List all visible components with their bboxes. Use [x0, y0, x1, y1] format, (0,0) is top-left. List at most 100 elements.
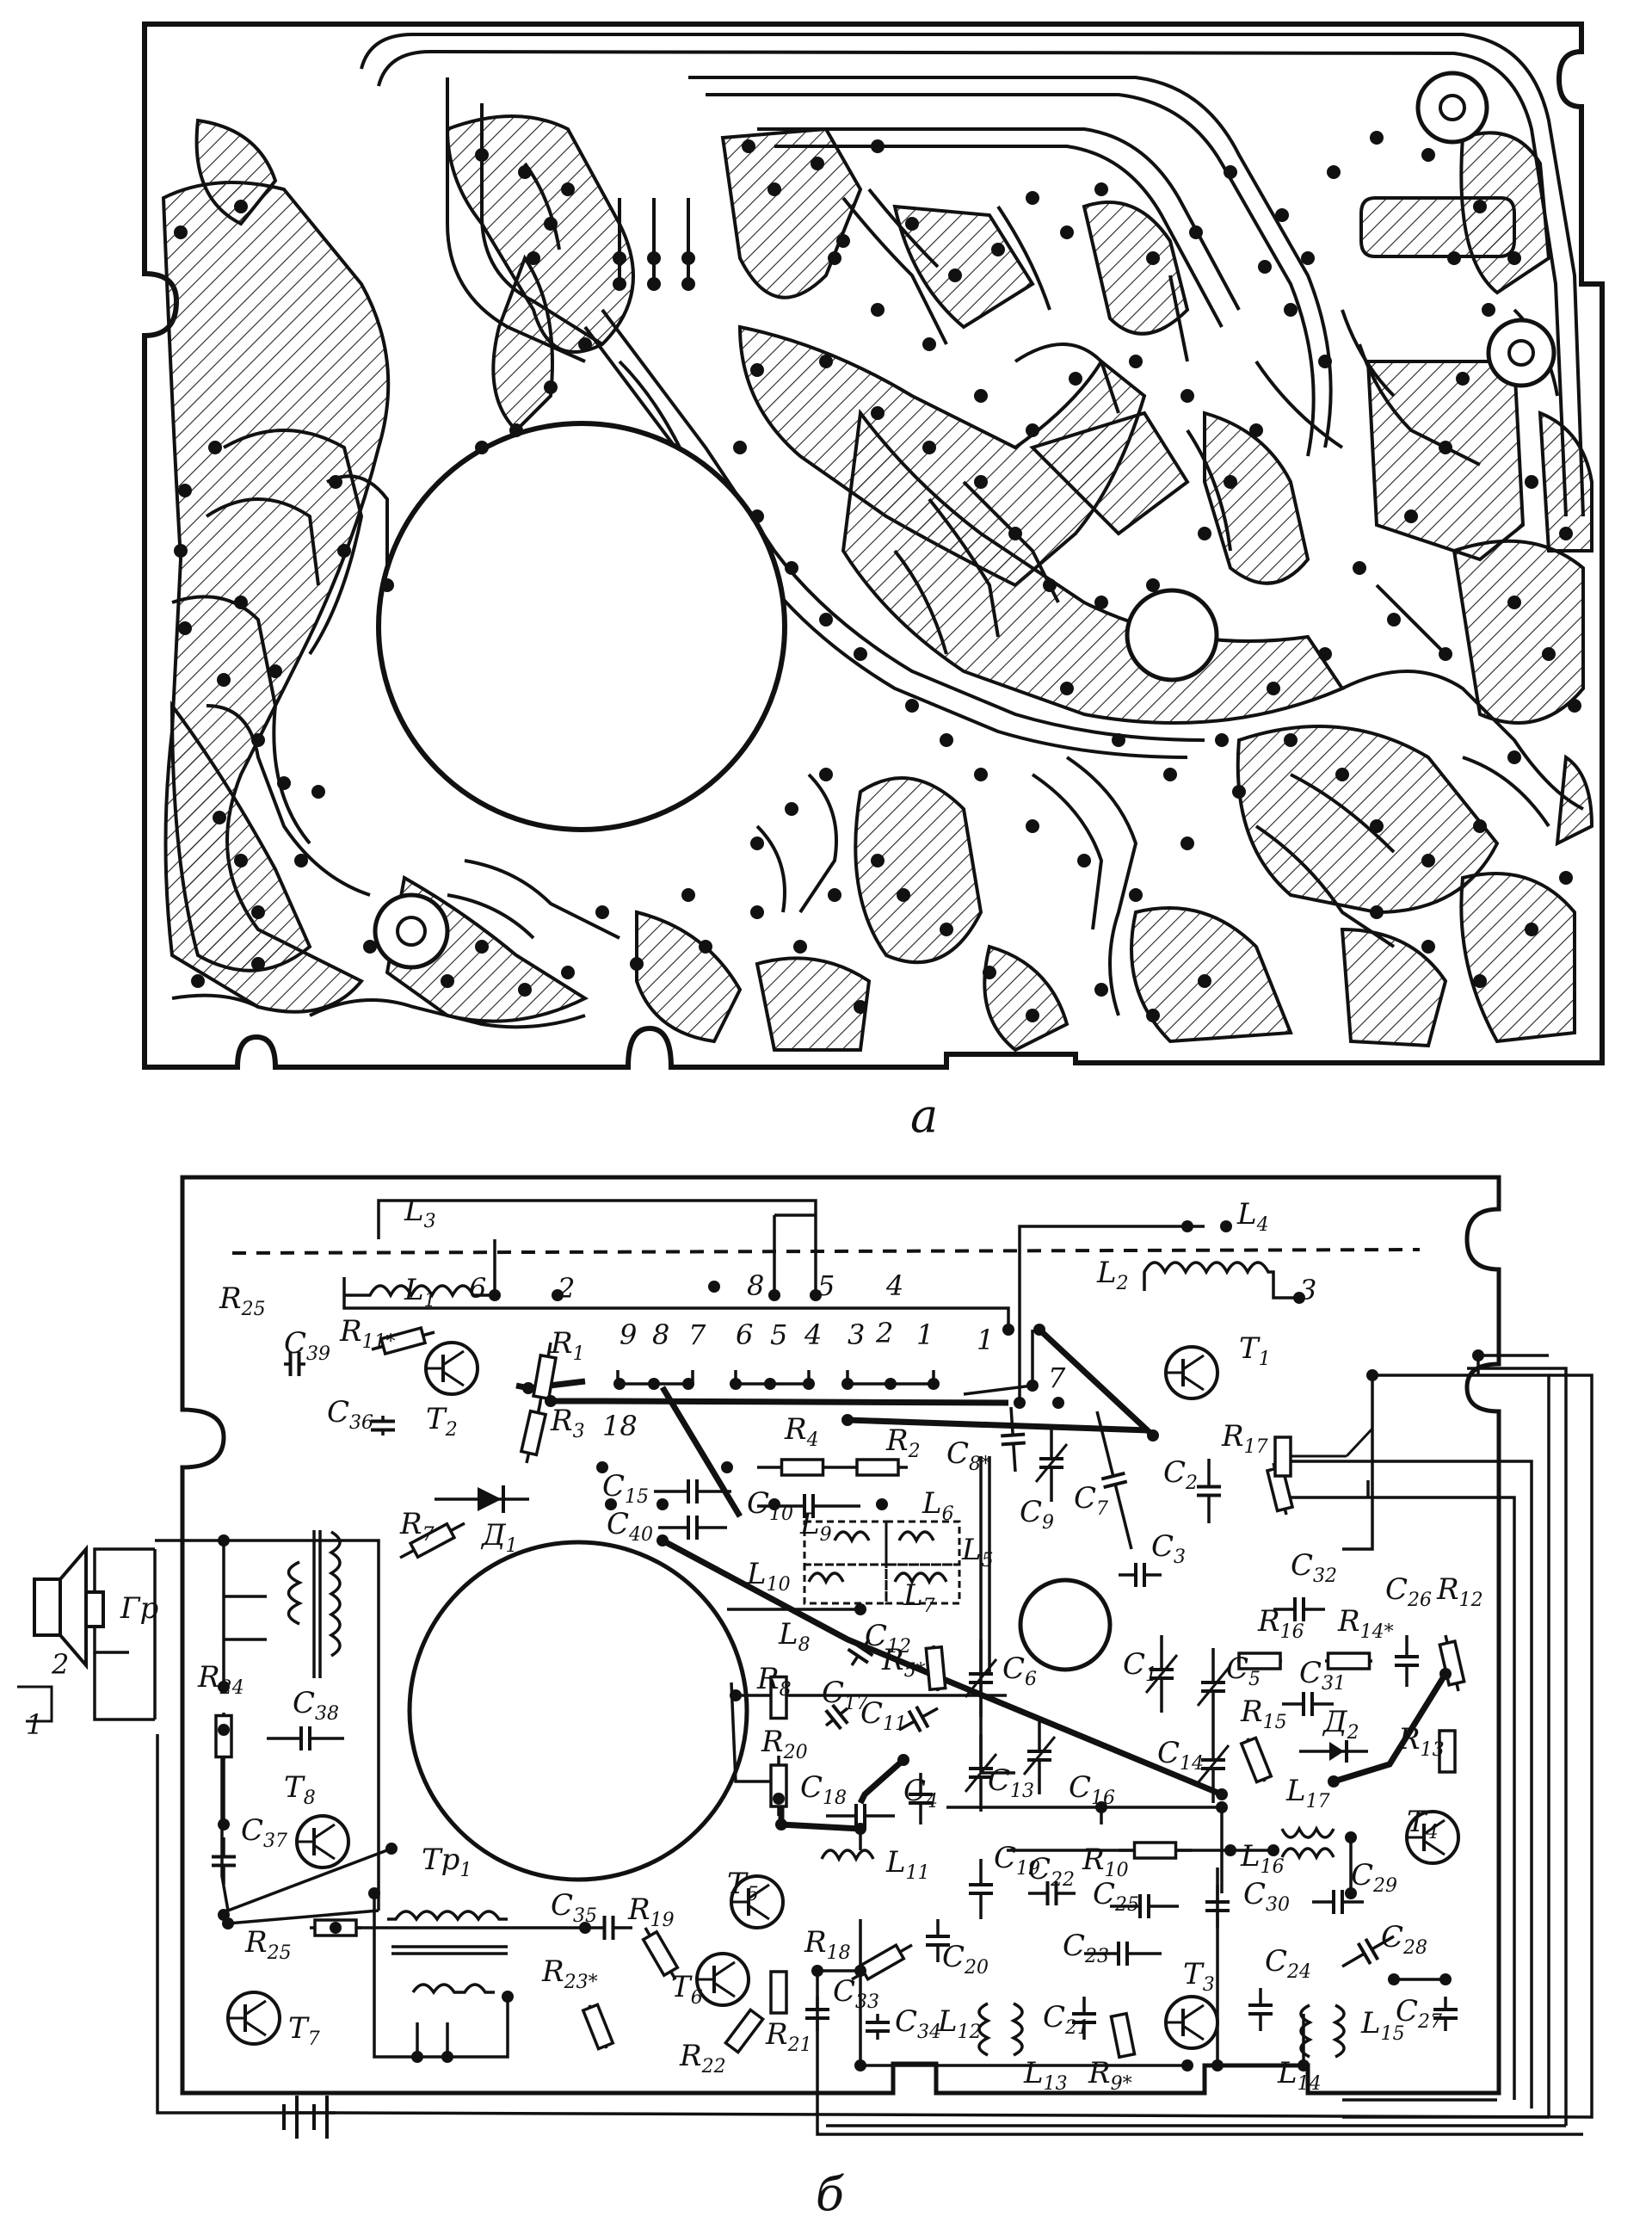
pin-number: 1	[916, 1318, 934, 1351]
label-r4: R4	[784, 1412, 819, 1451]
label-c22: C22	[1028, 1852, 1075, 1891]
label-l10: L10	[746, 1557, 791, 1596]
coil-l5	[893, 1571, 948, 1585]
label-c20: C20	[942, 1940, 989, 1979]
label-l9: L9	[799, 1507, 832, 1546]
mount-ring-a2	[1486, 318, 1556, 388]
label-r15: R15	[1240, 1695, 1287, 1733]
coil-out-2	[328, 1530, 342, 1658]
pin-number: 3	[1299, 1274, 1316, 1306]
mount-hole-b1	[1018, 1577, 1113, 1672]
label-l7: L7	[903, 1578, 935, 1617]
panel-a-caption: а	[910, 1089, 938, 1143]
pin-number: 5	[770, 1318, 787, 1351]
label-l11: L11	[885, 1845, 930, 1884]
label-t8: T8	[284, 1770, 316, 1809]
panel-b-board: L3L4L1L2R25C39R11*R1T2R3C36T1R4R2C8*C2R1…	[17, 1175, 1593, 2221]
label-r24: R24	[197, 1660, 244, 1699]
transistor-symbol	[1164, 1995, 1219, 2050]
diode-d2	[1299, 1740, 1368, 1763]
capacitor-symbol	[1205, 1885, 1230, 1928]
label-c23: C23	[1063, 1929, 1109, 1967]
pin-number: 1	[26, 1708, 43, 1741]
label-l3: L3	[404, 1194, 436, 1232]
label-l12: L12	[937, 2004, 982, 2043]
label-c29: C29	[1351, 1858, 1397, 1897]
label-r5: R5*	[881, 1643, 926, 1682]
capacitor-symbol	[371, 1416, 395, 1435]
label-c36: C36	[327, 1395, 373, 1434]
capacitor-symbol	[654, 1479, 731, 1503]
label-c35: C35	[551, 1888, 597, 1927]
label-l2: L2	[1096, 1256, 1129, 1294]
label-c30: C30	[1243, 1877, 1290, 1916]
capacitor-symbol	[824, 1703, 849, 1731]
label-c6: C6	[1002, 1652, 1037, 1690]
solder-pads-a	[174, 131, 1581, 1022]
resistor-symbol	[1239, 1736, 1273, 1784]
solder-pads-b	[218, 1220, 1484, 2071]
label-c25: C25	[1093, 1877, 1139, 1916]
capacitor-symbol	[1001, 1406, 1026, 1473]
label-r10: R10	[1082, 1843, 1129, 1881]
capacitor-symbol	[585, 1916, 632, 1940]
resistor-symbol	[1438, 1634, 1466, 1692]
resistor-symbol	[519, 1402, 548, 1464]
resistor-symbol	[214, 1713, 233, 1760]
label-c17: C17	[822, 1676, 868, 1714]
label-r13: R13	[1397, 1722, 1445, 1761]
resistor-symbol	[769, 1970, 788, 2015]
capacitor-symbol	[267, 1726, 344, 1750]
capacitor-symbol	[1119, 1563, 1162, 1587]
trimmer-cap-symbol	[1022, 1717, 1057, 1794]
capacitor-symbol	[847, 1639, 874, 1666]
pin-number: 4	[804, 1318, 822, 1351]
capacitor-symbol	[1072, 1997, 1096, 2040]
capacitor-symbol	[1248, 1988, 1273, 2031]
capacitor-symbol	[805, 1997, 829, 2031]
capacitor-symbol	[1433, 1997, 1458, 2031]
label-c8: C8*	[946, 1436, 990, 1475]
label-r23: R23*	[541, 1954, 598, 1993]
label-r9: R9*	[1088, 2056, 1132, 2095]
panel-a-board: а	[142, 22, 1605, 1143]
label-t7: T7	[288, 2011, 320, 2050]
label-t3: T3	[1183, 1957, 1215, 1996]
label-d2: Д2	[1322, 1705, 1359, 1744]
dashed-shield-line	[231, 1248, 1421, 1255]
capacitor-symbol	[1341, 1935, 1395, 1968]
trimmer-cap-symbol	[1196, 1648, 1230, 1726]
label-l1: L1	[404, 1273, 436, 1312]
capacitor-symbol	[1197, 1459, 1221, 1523]
panel-b-caption: б	[816, 2167, 845, 2221]
mount-hole-a1	[1125, 588, 1219, 682]
pin-number: 7	[688, 1318, 706, 1351]
label-l17: L17	[1285, 1774, 1330, 1812]
capacitor-symbol	[1395, 1635, 1419, 1687]
capacitor-symbol	[1028, 1881, 1076, 1905]
label-t2: T2	[426, 1402, 458, 1441]
label-c31: C31	[1299, 1656, 1346, 1695]
resistor-symbol	[641, 1927, 680, 1980]
label-c37: C37	[241, 1813, 287, 1852]
resistor-symbol	[1438, 1729, 1457, 1774]
label-c14: C14	[1157, 1736, 1204, 1775]
label-l8: L8	[778, 1617, 811, 1656]
coil-l15	[1332, 2003, 1346, 2059]
component-symbols	[212, 1325, 1466, 2059]
label-r22: R22	[679, 2039, 726, 2078]
label-c38: C38	[293, 1686, 339, 1725]
diode-d1	[435, 1485, 529, 1513]
coil-shields	[803, 1520, 961, 1605]
capacitor-symbol	[284, 1352, 305, 1376]
capacitor-symbol	[826, 1804, 895, 1828]
capacitor-symbol	[212, 1837, 236, 1885]
speaker-symbol	[17, 1544, 105, 1723]
inductor-coils	[287, 1261, 1346, 2059]
label-tp1: Тр1	[422, 1843, 472, 1881]
resistor-symbol	[1119, 1841, 1192, 1860]
label-r11: R11*	[339, 1314, 396, 1353]
label-c28: C28	[1381, 1920, 1427, 1959]
label-t5: T5	[727, 1867, 759, 1905]
